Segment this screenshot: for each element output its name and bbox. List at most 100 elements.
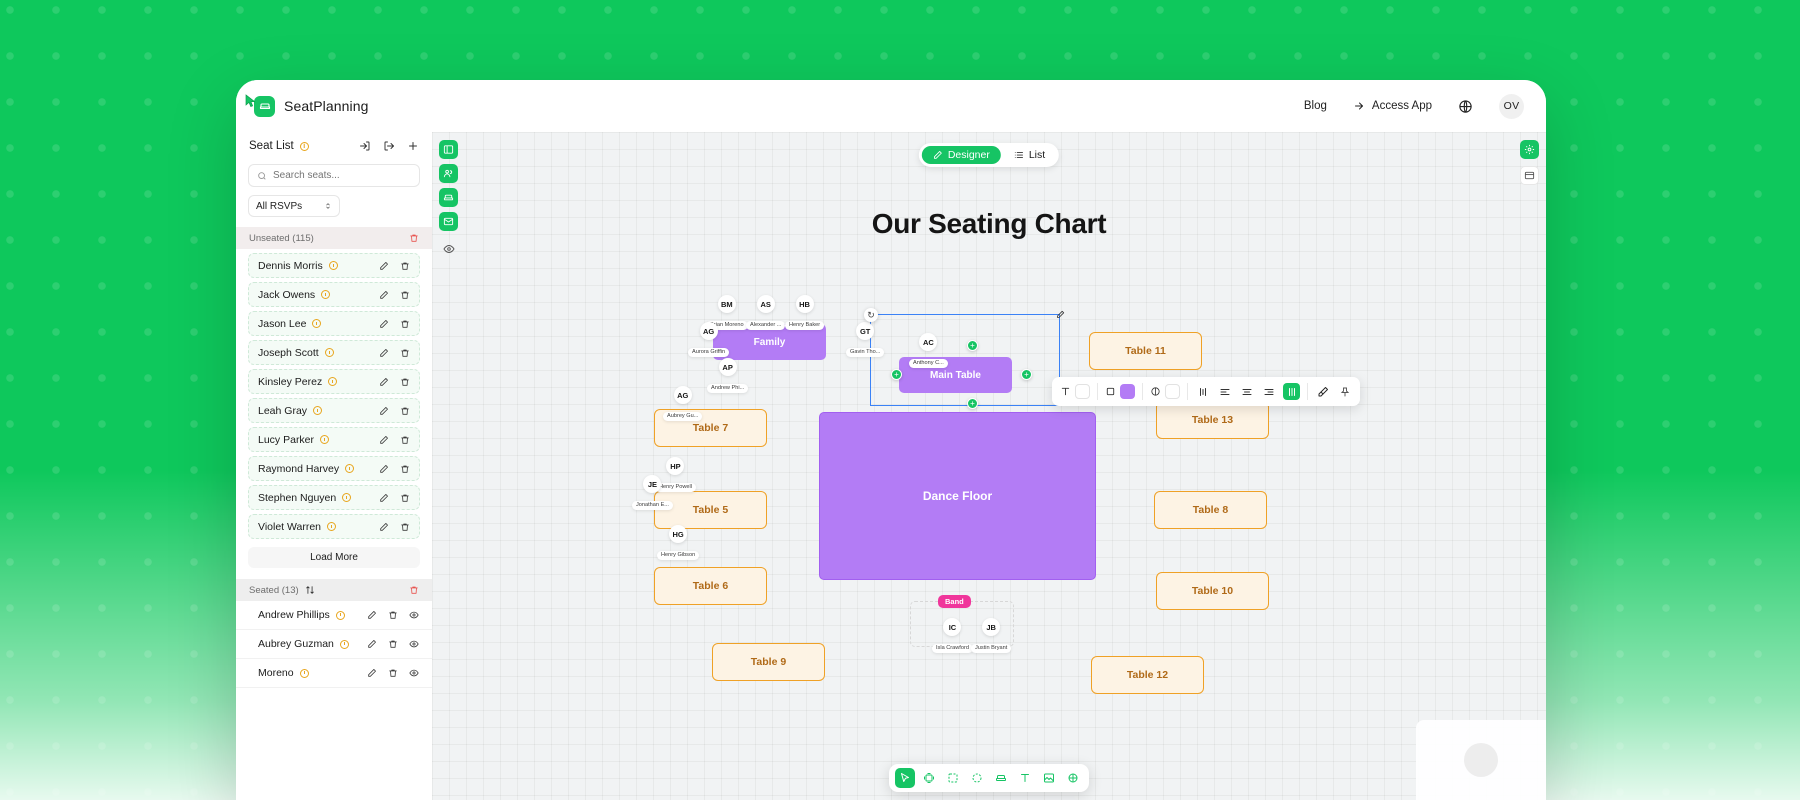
- zone-family[interactable]: Family: [713, 324, 826, 360]
- seated-list-item[interactable]: Moreno: [236, 659, 432, 688]
- align-left-icon[interactable]: [1217, 384, 1232, 399]
- rotate-handle[interactable]: ↻: [864, 308, 878, 322]
- export-icon[interactable]: [383, 140, 395, 152]
- settings-gear-icon[interactable]: [1520, 140, 1539, 159]
- align-justify-icon[interactable]: [1283, 383, 1300, 400]
- opacity-swatch[interactable]: [1165, 384, 1180, 399]
- import-icon[interactable]: [359, 140, 371, 152]
- trash-icon[interactable]: [400, 435, 410, 445]
- eye-icon[interactable]: [409, 610, 419, 620]
- align-center-icon[interactable]: [1239, 384, 1254, 399]
- unseated-list-item[interactable]: Jason Lee: [248, 311, 420, 336]
- pencil-icon[interactable]: [379, 290, 389, 300]
- image-icon[interactable]: [1039, 768, 1059, 788]
- load-more-button[interactable]: Load More: [248, 547, 420, 568]
- table-table-12[interactable]: Table 12: [1091, 656, 1204, 694]
- text-color-control[interactable]: [1060, 384, 1090, 399]
- seated-delete-button[interactable]: [409, 585, 419, 595]
- unseated-list-item[interactable]: Stephen Nguyen: [248, 485, 420, 510]
- info-icon[interactable]: i: [299, 141, 309, 151]
- table-table-8[interactable]: Table 8: [1154, 491, 1267, 529]
- pencil-icon[interactable]: [379, 464, 389, 474]
- text-icon[interactable]: [1015, 768, 1035, 788]
- rsvp-filter-select[interactable]: All RSVPs: [248, 195, 340, 217]
- pencil-icon[interactable]: [379, 377, 389, 387]
- decor-icon[interactable]: [1063, 768, 1083, 788]
- seat-add-handle-left[interactable]: +: [891, 369, 902, 380]
- unseated-list-item[interactable]: Jack Owens: [248, 282, 420, 307]
- eye-icon[interactable]: [439, 239, 458, 258]
- table-table-9[interactable]: Table 9: [712, 643, 825, 681]
- table-table-10[interactable]: Table 10: [1156, 572, 1269, 610]
- pin-icon[interactable]: [1337, 384, 1352, 399]
- seated-list-item[interactable]: Aubrey Guzman: [236, 630, 432, 659]
- pencil-icon[interactable]: [379, 435, 389, 445]
- edit-handle[interactable]: [1054, 308, 1066, 320]
- trash-icon[interactable]: [400, 464, 410, 474]
- nav-blog-link[interactable]: Blog: [1303, 100, 1327, 112]
- fill-color-swatch[interactable]: [1120, 384, 1135, 399]
- trash-icon[interactable]: [400, 522, 410, 532]
- pencil-icon[interactable]: [379, 406, 389, 416]
- tab-list[interactable]: List: [1003, 146, 1056, 164]
- plus-icon[interactable]: [407, 140, 419, 152]
- align-right-icon[interactable]: [1261, 384, 1276, 399]
- unseated-list-item[interactable]: Kinsley Perez: [248, 369, 420, 394]
- seated-list-item[interactable]: Andrew Phillips: [236, 601, 432, 630]
- sort-updown-icon[interactable]: [305, 585, 315, 595]
- text-color-swatch[interactable]: [1075, 384, 1090, 399]
- table-table-7[interactable]: Table 7: [654, 409, 767, 447]
- envelope-icon[interactable]: [439, 212, 458, 231]
- pencil-icon[interactable]: [367, 639, 377, 649]
- pencil-icon[interactable]: [379, 522, 389, 532]
- square-shape-icon[interactable]: [943, 768, 963, 788]
- cursor-select-icon[interactable]: [895, 768, 915, 788]
- unseated-delete-button[interactable]: [409, 233, 419, 243]
- avatar[interactable]: OV: [1499, 93, 1524, 119]
- unseated-list-item[interactable]: Joseph Scott: [248, 340, 420, 365]
- trash-icon[interactable]: [388, 668, 398, 678]
- trash-icon[interactable]: [388, 639, 398, 649]
- pencil-icon[interactable]: [379, 493, 389, 503]
- tab-designer[interactable]: Designer: [921, 146, 1001, 164]
- search-input[interactable]: [273, 170, 411, 181]
- pencil-icon[interactable]: [379, 348, 389, 358]
- guests-icon[interactable]: [439, 164, 458, 183]
- globe-icon[interactable]: [1458, 99, 1473, 114]
- table-table-13[interactable]: Table 13: [1156, 401, 1269, 439]
- selection-frame[interactable]: [870, 314, 1060, 406]
- trash-icon[interactable]: [388, 610, 398, 620]
- unseated-list-item[interactable]: Violet Warren: [248, 514, 420, 539]
- seat-icon[interactable]: [439, 188, 458, 207]
- unseated-list-item[interactable]: Leah Gray: [248, 398, 420, 423]
- pencil-icon[interactable]: [367, 668, 377, 678]
- brand[interactable]: SeatPlanning: [254, 95, 369, 117]
- unseated-list-item[interactable]: Dennis Morris: [248, 253, 420, 278]
- unseated-list-item[interactable]: Raymond Harvey: [248, 456, 420, 481]
- trash-icon[interactable]: [400, 290, 410, 300]
- trash-icon[interactable]: [400, 261, 410, 271]
- nav-access-app-link[interactable]: Access App: [1353, 100, 1432, 112]
- round-table-icon[interactable]: [919, 768, 939, 788]
- trash-icon[interactable]: [400, 493, 410, 503]
- seat-add-handle-bottom[interactable]: +: [967, 398, 978, 409]
- seat-icon[interactable]: [991, 768, 1011, 788]
- seating-chart-canvas[interactable]: Designer List Our Seating Chart: [432, 132, 1546, 800]
- seat-add-handle-right[interactable]: +: [1021, 369, 1032, 380]
- opacity-control[interactable]: [1150, 384, 1180, 399]
- table-table-11[interactable]: Table 11: [1089, 332, 1202, 370]
- layout-card-icon[interactable]: [1520, 166, 1539, 185]
- eye-icon[interactable]: [409, 639, 419, 649]
